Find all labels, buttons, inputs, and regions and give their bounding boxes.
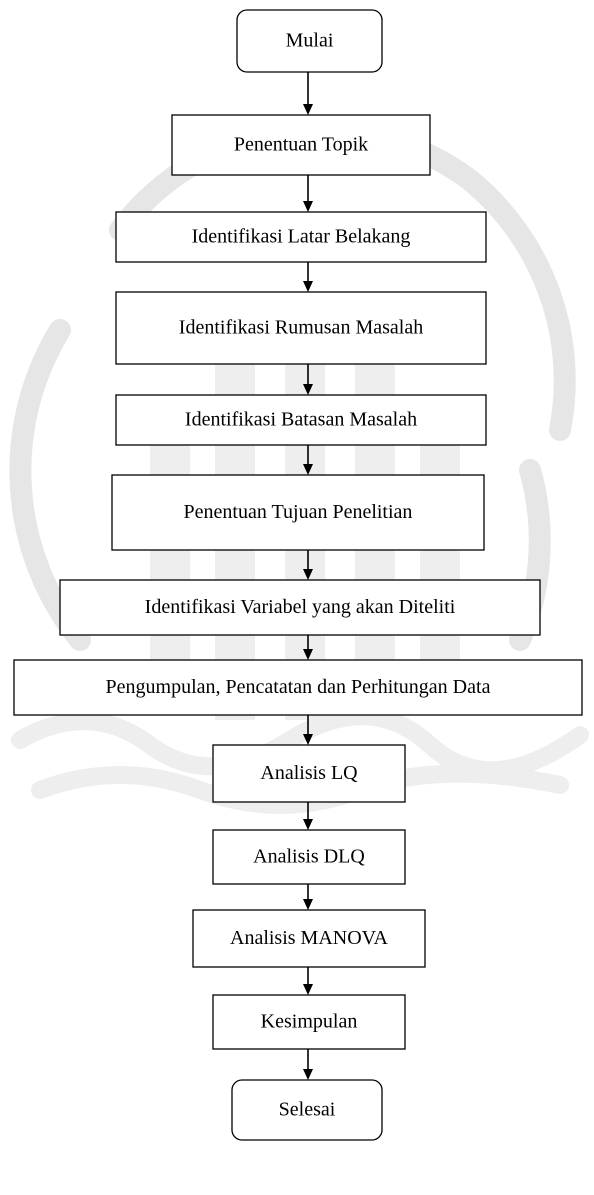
node-analisis-lq-box [212, 744, 406, 803]
node-pengumpulan-data-box [13, 659, 583, 716]
arrowhead-icon [303, 734, 313, 745]
node-identifikasi-rumusan-masalah-label: Identifikasi Rumusan Masalah [179, 317, 423, 339]
node-penentuan-tujuan-penelitian: Penentuan Tujuan Penelitian [111, 474, 485, 551]
arrowhead-icon [303, 464, 313, 475]
node-identifikasi-rumusan-masalah: Identifikasi Rumusan Masalah [115, 291, 487, 365]
arrowhead-icon [303, 104, 313, 115]
node-identifikasi-latar-belakang-label: Identifikasi Latar Belakang [192, 226, 411, 248]
node-penentuan-topik: Penentuan Topik [171, 114, 431, 176]
arrow-analisis-dlq-to-analisis-manova [303, 884, 313, 910]
node-mulai: Mulai [236, 9, 383, 73]
arrowhead-icon [303, 984, 313, 995]
arrow-mulai-to-penentuan-topik [303, 72, 313, 115]
node-penentuan-tujuan-penelitian-label: Penentuan Tujuan Penelitian [184, 501, 413, 523]
node-penentuan-tujuan-penelitian-box [111, 474, 485, 551]
arrowhead-icon [303, 1069, 313, 1080]
arrow-identifikasi-variabel-to-pengumpulan-data [303, 635, 313, 660]
node-identifikasi-batasan-masalah-label: Identifikasi Batasan Masalah [185, 409, 417, 431]
node-analisis-dlq: Analisis DLQ [212, 829, 406, 885]
node-mulai-label: Mulai [286, 30, 334, 52]
node-identifikasi-latar-belakang-box [115, 211, 487, 263]
node-analisis-manova-box [192, 909, 426, 968]
arrow-penentuan-topik-to-identifikasi-latar-belakang [303, 175, 313, 212]
node-analisis-dlq-label: Analisis DLQ [253, 846, 365, 868]
node-identifikasi-batasan-masalah-box [115, 394, 487, 446]
node-mulai-box [236, 9, 383, 73]
arrowhead-icon [303, 201, 313, 212]
node-identifikasi-variabel-box [59, 579, 541, 636]
node-analisis-lq-label: Analisis LQ [260, 762, 358, 784]
node-penentuan-topik-label: Penentuan Topik [234, 134, 368, 156]
node-identifikasi-latar-belakang: Identifikasi Latar Belakang [115, 211, 487, 263]
arrowhead-icon [303, 899, 313, 910]
node-kesimpulan-label: Kesimpulan [261, 1011, 358, 1033]
node-kesimpulan: Kesimpulan [212, 994, 406, 1050]
node-penentuan-topik-box [171, 114, 431, 176]
node-selesai-box [231, 1079, 383, 1141]
node-identifikasi-rumusan-masalah-box [115, 291, 487, 365]
node-analisis-manova-label: Analisis MANOVA [230, 927, 389, 949]
node-selesai: Selesai [231, 1079, 383, 1141]
node-analisis-lq: Analisis LQ [212, 744, 406, 803]
node-selesai-label: Selesai [279, 1099, 336, 1121]
node-identifikasi-variabel-label: Identifikasi Variabel yang akan Diteliti [145, 596, 456, 618]
arrow-analisis-manova-to-kesimpulan [303, 967, 313, 995]
arrow-penentuan-tujuan-penelitian-to-identifikasi-variabel [303, 550, 313, 580]
node-analisis-manova: Analisis MANOVA [192, 909, 426, 968]
arrow-analisis-lq-to-analisis-dlq [303, 802, 313, 830]
arrowhead-icon [303, 384, 313, 395]
arrow-identifikasi-rumusan-masalah-to-identifikasi-batasan-masalah [303, 364, 313, 395]
arrow-kesimpulan-to-selesai [303, 1049, 313, 1080]
node-analisis-dlq-box [212, 829, 406, 885]
node-identifikasi-variabel: Identifikasi Variabel yang akan Diteliti [59, 579, 541, 636]
node-identifikasi-batasan-masalah: Identifikasi Batasan Masalah [115, 394, 487, 446]
node-pengumpulan-data-label: Pengumpulan, Pencatatan dan Perhitungan … [106, 676, 491, 698]
arrowhead-icon [303, 281, 313, 292]
node-pengumpulan-data: Pengumpulan, Pencatatan dan Perhitungan … [13, 659, 583, 716]
arrowhead-icon [303, 819, 313, 830]
arrowhead-icon [303, 649, 313, 660]
arrow-pengumpulan-data-to-analisis-lq [303, 715, 313, 745]
arrow-identifikasi-latar-belakang-to-identifikasi-rumusan-masalah [303, 262, 313, 292]
node-kesimpulan-box [212, 994, 406, 1050]
arrow-identifikasi-batasan-masalah-to-penentuan-tujuan-penelitian [303, 445, 313, 475]
arrowhead-icon [303, 569, 313, 580]
